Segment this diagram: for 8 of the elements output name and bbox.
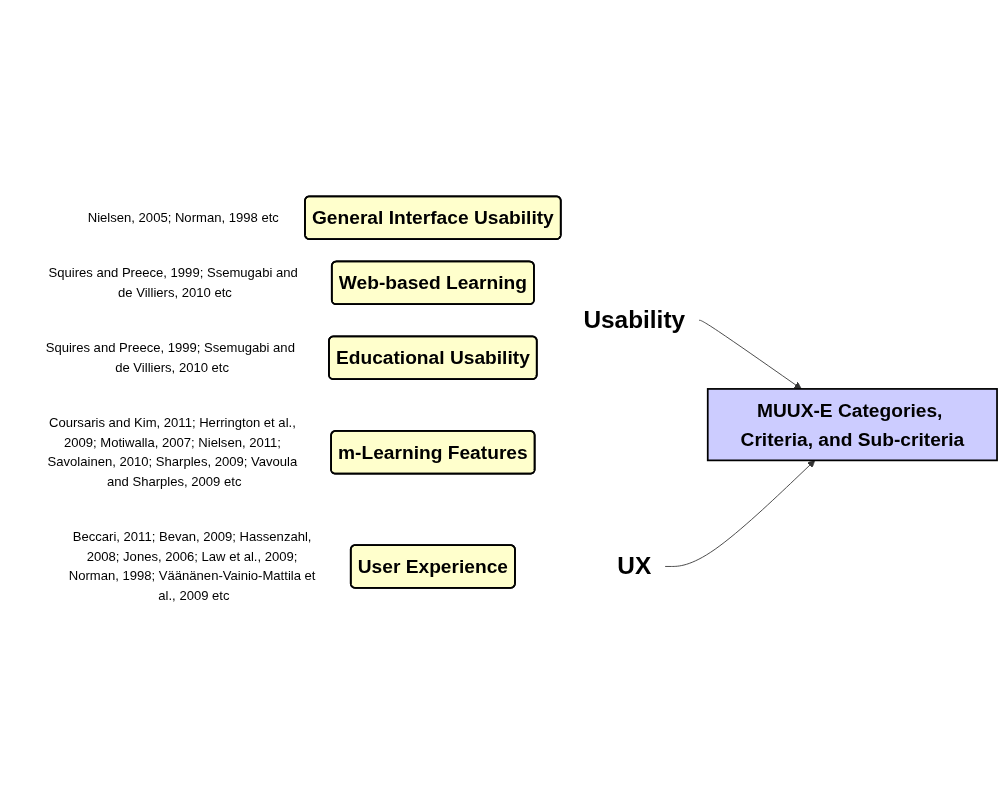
node-box: MUUX-E Categories, Criteria, and Sub-criteria (706, 388, 998, 462)
node-label: Beccari, 2011; Bevan, 2009; Hassenzahl, 2008; Jones, 2006; Law et al., 2009; Norman, 1998; Väänänen-Vainio-Mattila et al., 2009 etc (68, 528, 316, 603)
node-label: Coursaris and Kim, 2011; Herrington et al., 2009; Motiwalla, 2007; Nielsen, 2011; Savolainen, 2010; Sharples, 2009; Vavoula and Sharples, 2009 etc (47, 414, 298, 489)
node-label: Nielsen, 2005; Norman, 1998 etc (87, 209, 279, 225)
node-label: Squires and Preece, 1999; Ssemugabi and de Villiers, 2010 etc (45, 339, 295, 375)
node-text: Usability (583, 306, 686, 334)
node-text: UX (617, 552, 652, 580)
node-label: Squires and Preece, 1999; Ssemugabi and de Villiers, 2010 etc (48, 264, 298, 300)
